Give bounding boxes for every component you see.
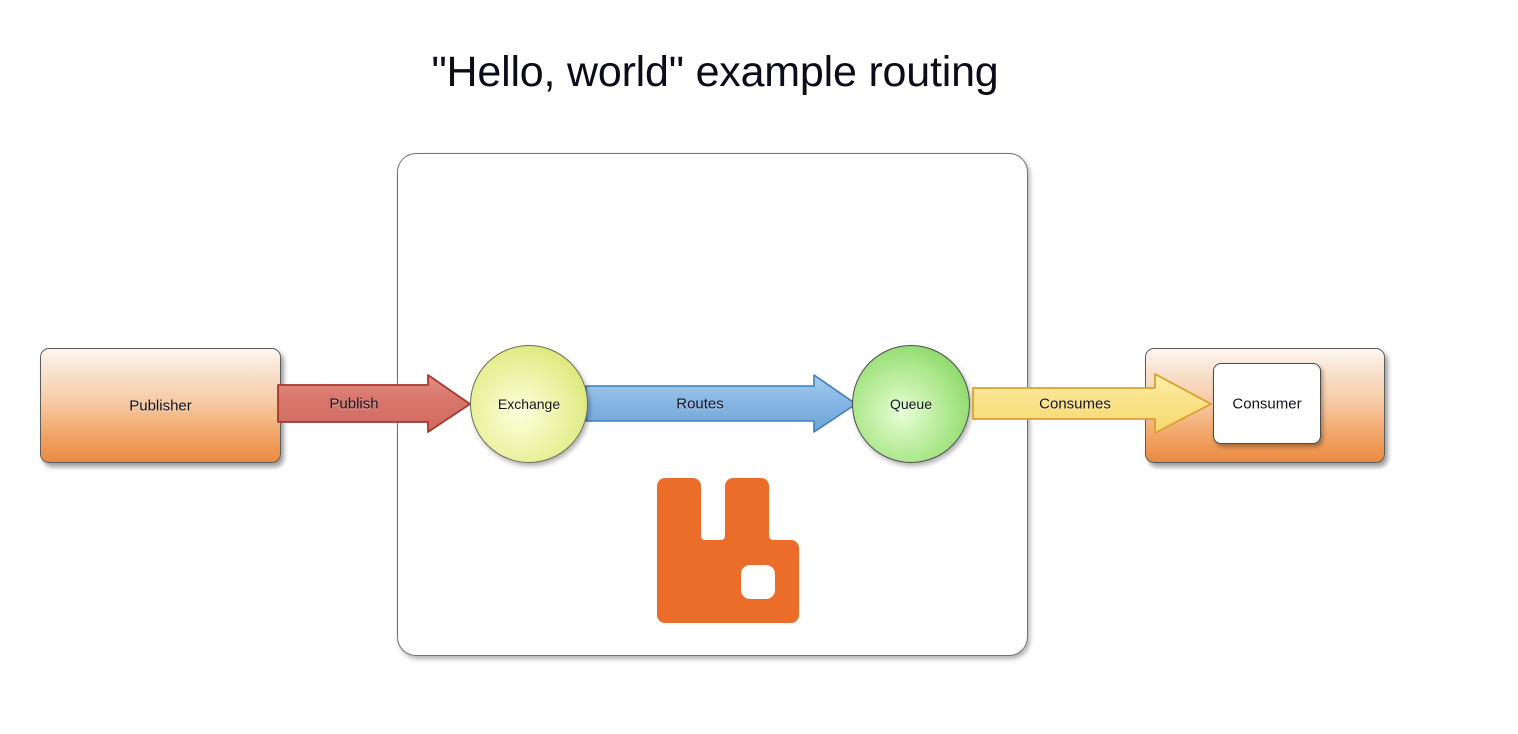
- publish-arrow: [277, 372, 472, 436]
- page-title: "Hello, world" example routing: [431, 48, 999, 96]
- consumer-node[interactable]: Consumer: [1213, 363, 1321, 444]
- exchange-label: Exchange: [497, 396, 561, 412]
- rabbitmq-logo-icon: [657, 478, 799, 623]
- publisher-node[interactable]: Publisher: [40, 348, 281, 463]
- consumes-arrow: [972, 372, 1213, 436]
- routes-arrow: [585, 372, 858, 436]
- routes-label: Routes: [676, 395, 724, 413]
- exchange-node[interactable]: Exchange: [470, 345, 588, 463]
- queue-node[interactable]: Queue: [852, 345, 970, 463]
- queue-label: Queue: [889, 396, 933, 412]
- publisher-label: Publisher: [129, 397, 192, 414]
- publish-label: Publish: [329, 395, 379, 413]
- consumes-label: Consumes: [1039, 395, 1111, 413]
- consumer-label: Consumer: [1232, 395, 1302, 412]
